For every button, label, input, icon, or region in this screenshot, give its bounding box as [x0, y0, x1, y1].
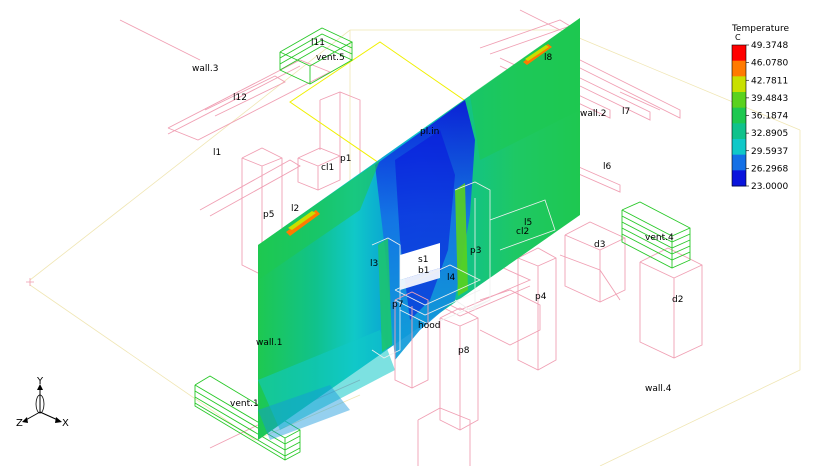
- label-l8: l8: [544, 53, 553, 63]
- front-wireframes: [371, 181, 556, 359]
- legend-value: 23.0000: [751, 182, 788, 192]
- label-vent4: vent.4: [645, 233, 674, 243]
- legend-swatch: [732, 170, 746, 187]
- label-cl2: cl2: [516, 227, 529, 237]
- vent-5: [279, 27, 353, 85]
- label-p3: p3: [470, 246, 481, 256]
- label-p7: p7: [392, 300, 403, 310]
- legend-swatch: [732, 92, 746, 109]
- edge-marker: [26, 278, 34, 286]
- label-l7: l7: [622, 107, 630, 117]
- label-p4: p4: [535, 292, 547, 302]
- label-vent1: vent.1: [230, 399, 259, 409]
- label-wall2: wall.2: [580, 109, 606, 119]
- axis-z-label: Z: [16, 418, 23, 429]
- label-l11: l11: [311, 38, 325, 48]
- label-p8: p8: [458, 346, 470, 356]
- legend-values: 49.3748 46.0780 42.7811 39.4843 36.1874 32.89…: [746, 41, 788, 192]
- legend-swatch: [732, 60, 746, 77]
- legend-swatch: [732, 154, 746, 171]
- legend-value: 26.2968: [751, 164, 788, 174]
- label-l2: l2: [291, 204, 299, 214]
- legend-swatch: [732, 139, 746, 156]
- legend-swatches: [731, 44, 747, 187]
- legend-value: 39.4843: [751, 94, 788, 104]
- label-d3: d3: [594, 240, 605, 250]
- front-columns: [394, 291, 429, 389]
- legend-swatch: [732, 45, 746, 62]
- legend-unit: C: [735, 33, 741, 42]
- label-l1: l1: [213, 148, 221, 158]
- rotation-icon: [35, 394, 45, 414]
- label-l6: l6: [603, 162, 612, 172]
- legend-value: 36.1874: [751, 112, 788, 122]
- label-plain: pl.in: [420, 127, 439, 137]
- axis-x-label: X: [62, 418, 69, 429]
- legend-value: 42.7811: [751, 76, 788, 86]
- label-d2: d2: [672, 295, 683, 305]
- label-hood: hood: [418, 321, 440, 331]
- label-wall1: wall.1: [256, 338, 282, 348]
- legend-value: 46.0780: [751, 59, 788, 69]
- label-cl1: cl1: [321, 163, 334, 173]
- label-p1: p1: [340, 154, 351, 164]
- temperature-legend: Temperature C 49.3748 46.0780 42.7811 39.48…: [731, 24, 789, 192]
- legend-swatch: [732, 123, 746, 140]
- label-b1: b1: [418, 266, 429, 276]
- object-labels: wall.3 l11 vent.5 l8 l12 wall.2 l7 l1 p1…: [192, 38, 683, 409]
- legend-value: 32.8905: [751, 129, 788, 139]
- legend-swatch: [732, 76, 746, 93]
- label-l3: l3: [370, 259, 378, 269]
- legend-value: 49.3748: [751, 41, 788, 51]
- label-wall4: wall.4: [645, 384, 672, 394]
- label-l12: l12: [233, 93, 247, 103]
- temperature-contour-plane: [258, 18, 580, 440]
- legend-value: 29.5937: [751, 147, 788, 157]
- label-wall3: wall.3: [192, 64, 218, 74]
- label-s1: s1: [418, 255, 428, 265]
- label-l4: l4: [447, 273, 456, 283]
- label-p5: p5: [263, 210, 274, 220]
- legend-swatch: [732, 107, 746, 124]
- label-l5: l5: [524, 218, 532, 228]
- vent-4: [621, 201, 691, 269]
- axis-triad: Y Z X: [16, 376, 69, 429]
- legend-title: Temperature: [731, 24, 789, 34]
- axis-y-label: Y: [36, 376, 44, 387]
- label-vent5: vent.5: [316, 53, 345, 63]
